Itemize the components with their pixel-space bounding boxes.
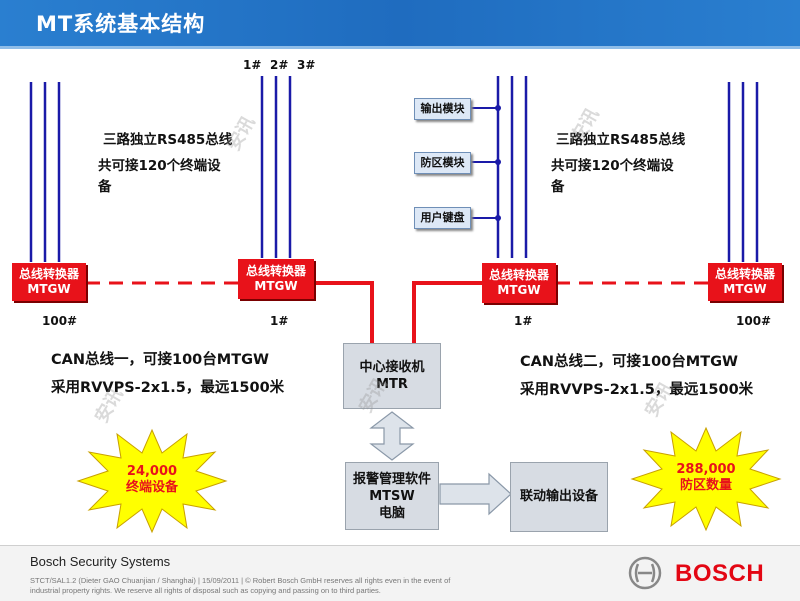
can-bus-solid bbox=[314, 281, 482, 343]
mtgw-number-left-far: 100# bbox=[42, 314, 78, 328]
bus-number-3: 3# bbox=[297, 58, 316, 72]
bus-number-1: 1# bbox=[243, 58, 262, 72]
burst-right-number: 288,000 bbox=[676, 462, 736, 477]
bus-lines-left-far bbox=[29, 82, 61, 262]
mtsw-pc: 电脑 bbox=[378, 506, 405, 521]
mtgw-number-right-far: 100# bbox=[736, 314, 772, 328]
can-right-line1: CAN总线二，可接100台MTGW bbox=[520, 354, 738, 370]
mtsw-label: 报警管理软件 bbox=[352, 472, 431, 487]
burst-left bbox=[76, 428, 228, 534]
bosch-logo-text: BOSCH bbox=[675, 560, 765, 587]
user-keypad-box: 用户键盘 bbox=[414, 207, 471, 229]
module-connector-dots bbox=[495, 105, 501, 221]
bus-lines-right-far bbox=[727, 82, 759, 262]
rs485-left-line2: 共可接120个终端设 bbox=[98, 158, 221, 174]
mtr-mtsw-arrow bbox=[369, 411, 415, 461]
module-connectors bbox=[471, 107, 498, 219]
can-right-line2: 采用RVVPS-2x1.5，最远1500米 bbox=[520, 382, 754, 398]
mtr-code: MTR bbox=[376, 377, 408, 392]
bus-lines-right-near bbox=[496, 76, 528, 258]
zone-module-box: 防区模块 bbox=[414, 152, 471, 174]
burst-left-caption: 终端设备 bbox=[125, 480, 178, 495]
title-underline bbox=[0, 46, 800, 49]
mtgw-box-left-near: 总线转换器 MTGW bbox=[238, 259, 314, 299]
mtgw-label: 总线转换器 bbox=[18, 267, 79, 281]
rs485-left-line3: 备 bbox=[98, 179, 112, 195]
burst-right-caption: 防区数量 bbox=[679, 478, 732, 493]
title-bar: MT系统基本结构 bbox=[0, 0, 800, 46]
mtgw-label: 总线转换器 bbox=[245, 264, 306, 278]
burst-left-text: 24,000 终端设备 bbox=[112, 464, 192, 496]
mtgw-label: 总线转换器 bbox=[488, 268, 549, 282]
burst-right bbox=[630, 426, 782, 532]
burst-left-number: 24,000 bbox=[126, 464, 178, 479]
mtgw-code: MTGW bbox=[497, 283, 541, 297]
burst-right-text: 288,000 防区数量 bbox=[666, 462, 746, 494]
can-left-line2: 采用RVVPS-2x1.5，最远1500米 bbox=[51, 380, 285, 396]
linkage-output-label: 联动输出设备 bbox=[519, 489, 598, 504]
rs485-right-line1: 三路独立RS485总线 bbox=[556, 132, 686, 148]
bosch-emblem-icon bbox=[628, 556, 662, 590]
can-left-line1: CAN总线一，可接100台MTGW bbox=[51, 352, 269, 368]
mtsw-linkage-arrow bbox=[439, 472, 512, 516]
rs485-right-line2: 共可接120个终端设 bbox=[551, 158, 674, 174]
footer: Bosch Security Systems STCT/SAL1.2 (Diet… bbox=[0, 545, 800, 601]
footer-legal-text: STCT/SAL1.2 (Dieter GAO Chuanjian / Shan… bbox=[30, 576, 451, 595]
mtgw-code: MTGW bbox=[723, 282, 767, 296]
mtgw-number-right-near: 1# bbox=[514, 314, 533, 328]
bus-number-2: 2# bbox=[270, 58, 289, 72]
output-module-box: 输出模块 bbox=[414, 98, 471, 120]
mtgw-label: 总线转换器 bbox=[714, 267, 775, 281]
mtgw-box-right-near: 总线转换器 MTGW bbox=[482, 263, 556, 303]
mtgw-number-left-near: 1# bbox=[270, 314, 289, 328]
mtr-label: 中心接收机 bbox=[359, 360, 425, 375]
rs485-right-line3: 备 bbox=[551, 179, 565, 195]
mtr-box: 中心接收机 MTR bbox=[343, 343, 441, 409]
rs485-left-line1: 三路独立RS485总线 bbox=[103, 132, 233, 148]
footer-company: Bosch Security Systems bbox=[30, 554, 171, 569]
mtgw-box-right-far: 总线转换器 MTGW bbox=[708, 263, 782, 301]
page-title: MT系统基本结构 bbox=[36, 12, 206, 36]
mtsw-box: 报警管理软件 MTSW 电脑 bbox=[345, 462, 439, 530]
bus-lines-left-near bbox=[260, 76, 292, 258]
mtgw-code: MTGW bbox=[27, 282, 71, 296]
linkage-output-box: 联动输出设备 bbox=[510, 462, 608, 532]
mtsw-code: MTSW bbox=[369, 489, 415, 504]
mtgw-code: MTGW bbox=[254, 279, 298, 293]
mtgw-box-left-far: 总线转换器 MTGW bbox=[12, 263, 86, 301]
